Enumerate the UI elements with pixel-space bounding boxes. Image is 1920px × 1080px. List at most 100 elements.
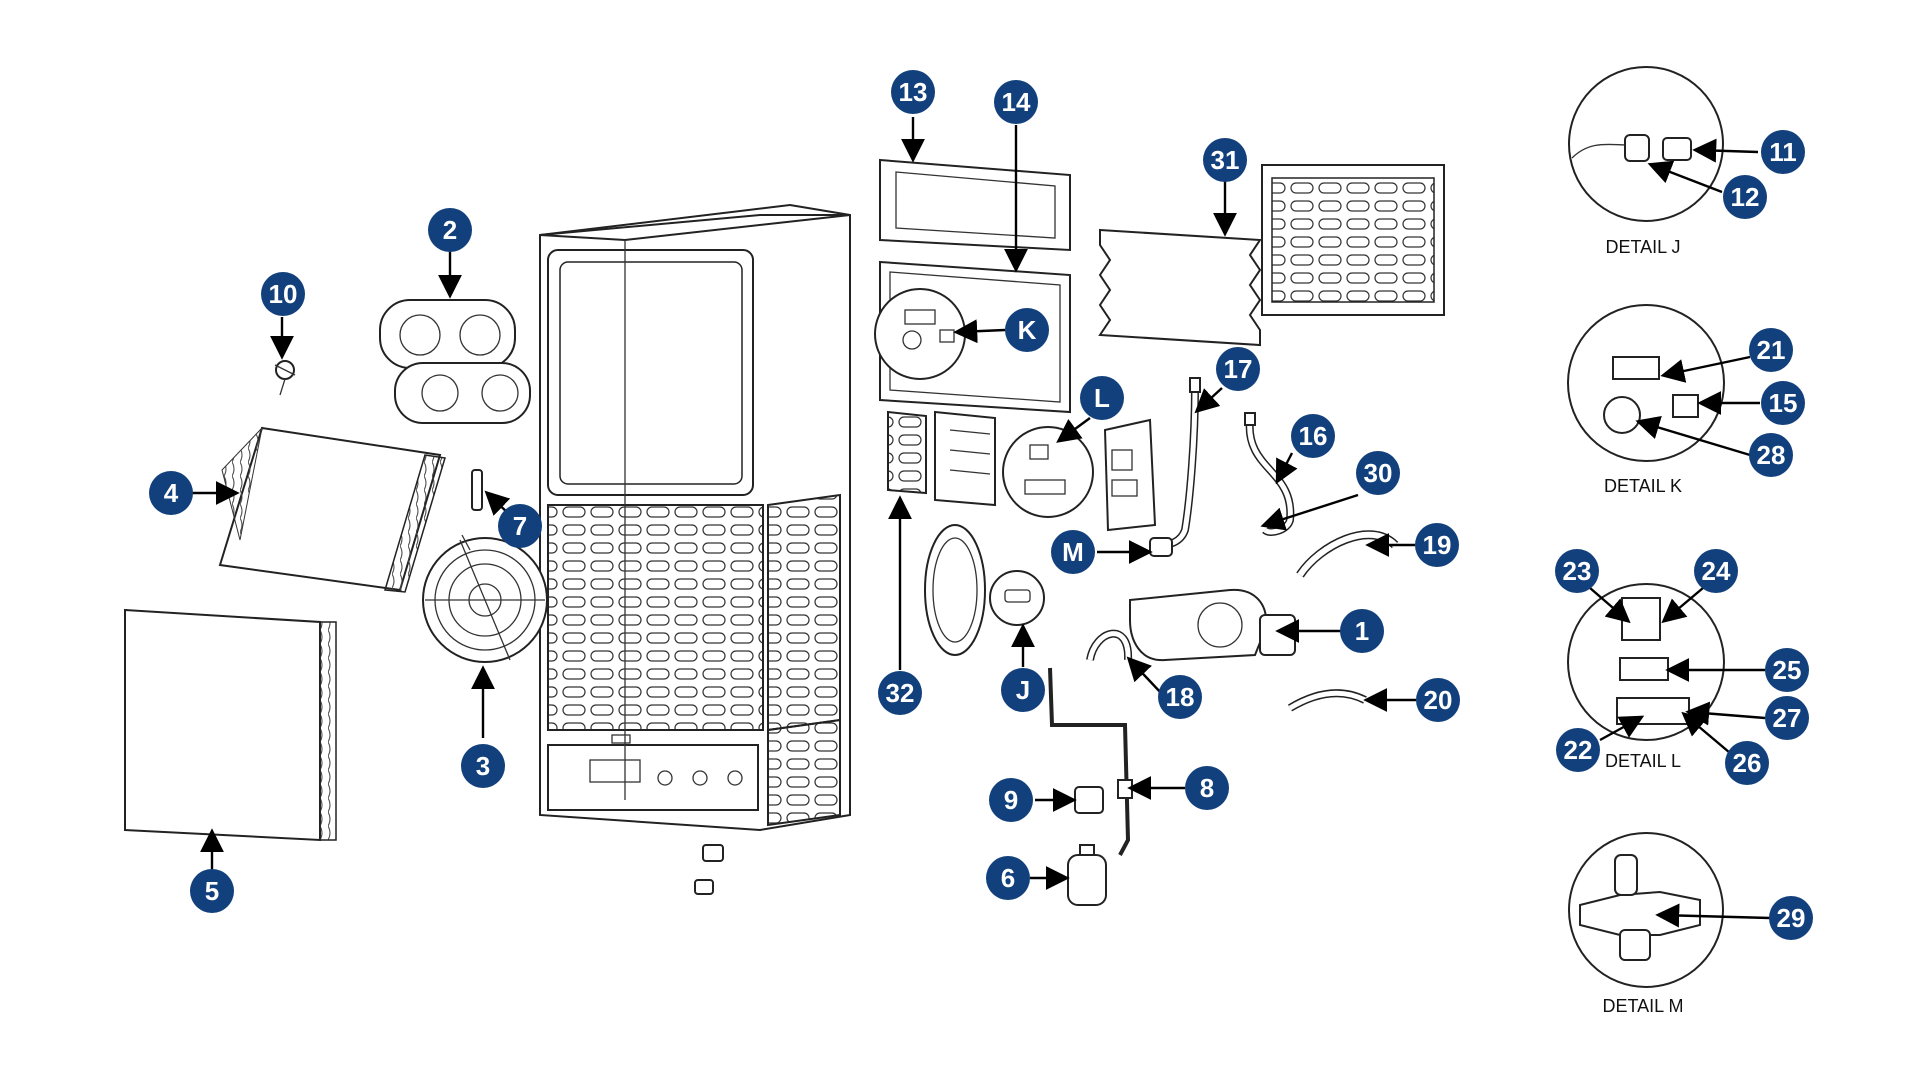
louver-filter [1098, 164, 1445, 347]
detail-m [1568, 832, 1724, 988]
callout-18: 18 [1158, 675, 1202, 719]
svg-text:9: 9 [1004, 785, 1018, 815]
callout-17: 17 [1216, 347, 1260, 391]
callout-7: 7 [498, 504, 542, 548]
svg-text:25: 25 [1773, 655, 1802, 685]
svg-text:13: 13 [899, 77, 928, 107]
svg-text:L: L [1094, 383, 1110, 413]
svg-text:2: 2 [443, 215, 457, 245]
callout-9: 9 [989, 778, 1033, 822]
callout-26: 26 [1725, 741, 1769, 785]
control-board [1103, 418, 1157, 532]
hose-17 [1149, 377, 1201, 552]
callout-19: 19 [1415, 523, 1459, 567]
sight-glass [1117, 779, 1133, 799]
svg-text:27: 27 [1773, 703, 1802, 733]
panel-13 [879, 158, 1071, 252]
callout-24: 24 [1694, 549, 1738, 593]
svg-text:14: 14 [1002, 87, 1031, 117]
callout-31: 31 [1203, 138, 1247, 182]
callout-27: 27 [1765, 696, 1809, 740]
callout-15: 15 [1761, 381, 1805, 425]
detail-k [1567, 304, 1725, 462]
detail-k-label: DETAIL K [1604, 476, 1682, 496]
svg-text:10: 10 [269, 279, 298, 309]
svg-text:23: 23 [1563, 556, 1592, 586]
hose-19 [1296, 530, 1399, 578]
svg-text:16: 16 [1299, 421, 1328, 451]
receiver-drier [1067, 844, 1107, 906]
fitting [471, 469, 483, 511]
svg-text:3: 3 [476, 751, 490, 781]
callout-12: 12 [1723, 175, 1767, 219]
callout-5: 5 [190, 869, 234, 913]
callout-30: 30 [1356, 451, 1400, 495]
evaporator-fan [924, 524, 986, 656]
svg-text:29: 29 [1777, 903, 1806, 933]
svg-text:19: 19 [1423, 530, 1452, 560]
svg-text:32: 32 [886, 678, 915, 708]
callout-J: J [1001, 668, 1045, 712]
svg-text:18: 18 [1166, 682, 1195, 712]
expansion-valve [274, 360, 296, 396]
svg-text:21: 21 [1757, 335, 1786, 365]
callout-K: K [1005, 308, 1049, 352]
svg-text:30: 30 [1364, 458, 1393, 488]
evaporator-coil [218, 426, 446, 593]
condenser-coil [124, 608, 337, 842]
callout-29: 29 [1769, 896, 1813, 940]
callout-10: 10 [261, 272, 305, 316]
callout-25: 25 [1765, 648, 1809, 692]
svg-text:5: 5 [205, 876, 219, 906]
main-cabinet [539, 203, 851, 832]
callout-13: 13 [891, 70, 935, 114]
pressure-switches [694, 844, 724, 895]
callout-6: 6 [986, 856, 1030, 900]
compressor [1129, 588, 1296, 662]
svg-text:J: J [1016, 675, 1030, 705]
callout-14: 14 [994, 80, 1038, 124]
svg-text:4: 4 [164, 478, 179, 508]
condenser-fan [422, 534, 548, 663]
detail-k-inset [874, 288, 966, 380]
filter-32 [887, 410, 927, 495]
callout-3: 3 [461, 744, 505, 788]
callout-1: 1 [1340, 609, 1384, 653]
detail-l-label: DETAIL L [1605, 751, 1681, 771]
callout-32: 32 [878, 671, 922, 715]
detail-l-inset [1002, 426, 1094, 518]
callout-8: 8 [1185, 766, 1229, 810]
svg-text:28: 28 [1757, 440, 1786, 470]
callout-20: 20 [1416, 678, 1460, 722]
solenoid-valve [1074, 786, 1104, 814]
svg-text:M: M [1062, 537, 1084, 567]
svg-text:11: 11 [1769, 137, 1797, 167]
control-module [934, 410, 996, 507]
hose-18 [1086, 629, 1133, 661]
callout-4: 4 [149, 471, 193, 515]
leader-lines [190, 117, 1771, 928]
svg-text:8: 8 [1200, 773, 1214, 803]
callout-22: 22 [1556, 728, 1600, 772]
blower-assembly [379, 299, 531, 424]
detail-j-label: DETAIL J [1605, 237, 1680, 257]
svg-text:K: K [1018, 315, 1037, 345]
detail-l [1567, 583, 1725, 741]
svg-text:31: 31 [1211, 145, 1240, 175]
svg-text:24: 24 [1702, 556, 1731, 586]
svg-text:6: 6 [1001, 863, 1015, 893]
service-valve [1149, 537, 1173, 557]
svg-text:20: 20 [1424, 685, 1453, 715]
callout-M: M [1051, 530, 1095, 574]
detail-m-label: DETAIL M [1602, 996, 1683, 1016]
detail-j [1568, 66, 1724, 222]
svg-text:26: 26 [1733, 748, 1762, 778]
hose-20 [1287, 689, 1367, 712]
svg-text:15: 15 [1769, 388, 1798, 418]
svg-text:12: 12 [1731, 182, 1760, 212]
callout-23: 23 [1555, 549, 1599, 593]
callout-L: L [1080, 376, 1124, 420]
detail-j-inset [989, 570, 1045, 626]
svg-text:22: 22 [1564, 735, 1593, 765]
